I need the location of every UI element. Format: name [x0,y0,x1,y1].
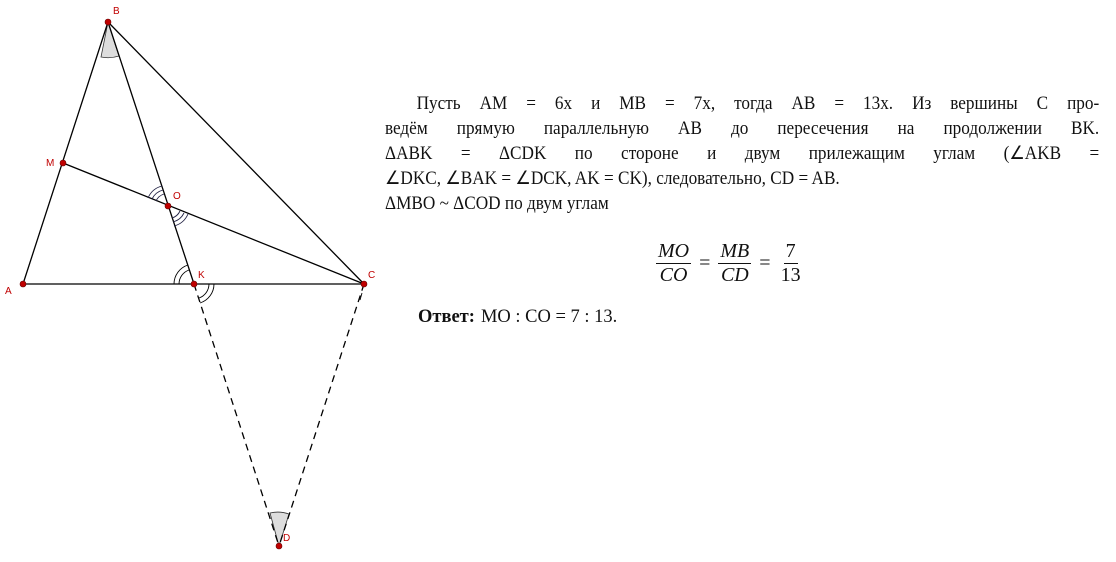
segment-bk [107,21,195,285]
solution-line: ведём прямую параллельную AB до пересече… [385,119,1100,139]
answer-value: MO : CO = 7 : 13. [480,307,618,327]
segment-bc [107,21,365,285]
numerator: MB [718,240,752,264]
point-m [59,159,67,167]
solution-line: ΔMBO ~ ΔCOD по двум углам [385,194,609,214]
point-c [360,280,368,288]
label-m: M [46,158,54,169]
label-o: O [173,191,181,202]
answer-label: Ответ: [418,307,475,327]
point-o [164,202,172,210]
solution-text: Пусть AM = 6x и MB = 7x, тогда AB = 13x.… [385,92,1099,217]
label-d: D [283,533,290,544]
geometry-figure: B A M O K C D [5,6,375,550]
label-a: A [5,286,12,297]
solution-line: ∠DKC, ∠BAK = ∠DCK, AK = CK), следователь… [385,169,840,189]
label-c: C [368,270,375,281]
denominator: 13 [780,264,801,286]
numerator: MO [656,240,692,264]
equals-sign: = [759,252,771,274]
fraction-mo-co: MO CO [656,240,692,287]
ratio-formula: MO CO = MB CD = 7 13 [652,240,807,287]
denominator: CO [659,264,688,286]
label-b: B [113,6,120,17]
segment-mc [62,162,365,285]
angle-k-marks [173,264,363,304]
equals-sign: = [699,252,711,274]
segment-kd [193,283,280,547]
answer: Ответ:MO : CO = 7 : 13. [418,307,617,328]
point-d [275,542,283,550]
solution-line: ΔABK = ΔCDK по стороне и двум прилежащим… [385,144,1100,164]
label-k: K [198,270,205,281]
segment-ab [22,21,109,285]
fraction-mb-cd: MB CD [718,240,752,287]
solution-line: Пусть AM = 6x и MB = 7x, тогда AB = 13x.… [416,94,1100,114]
fraction-7-13: 7 13 [779,240,803,287]
point-a [19,280,27,288]
segment-cd [278,283,365,547]
angle-o-marks [147,185,189,227]
numerator: 7 [783,240,798,264]
point-b [104,18,112,26]
denominator: CD [720,264,749,286]
point-k [190,280,198,288]
